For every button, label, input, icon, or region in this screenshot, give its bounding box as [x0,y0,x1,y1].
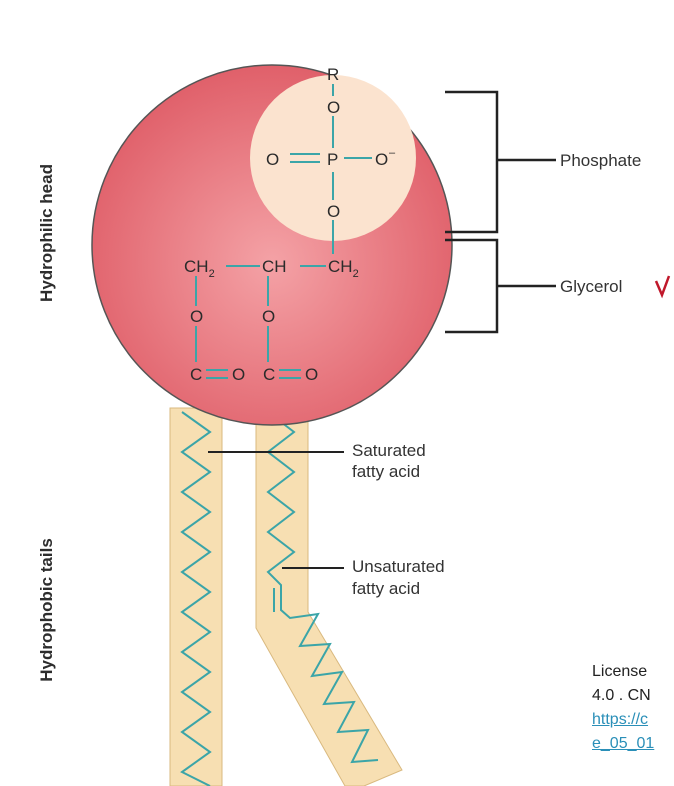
unsaturated-label-line1: Unsaturated [352,557,445,576]
phosphate-oxygen-right: O [375,150,388,169]
oxygen-bottom: O [327,202,340,221]
ester-oxygen-right: O [262,307,275,326]
hydrophobic-tails-label: Hydrophobic tails [37,538,56,682]
phosphorus: P [327,150,338,169]
unsaturated-tail [255,407,403,786]
ch2-right: CH2 [328,257,359,280]
saturated-tail [169,407,223,786]
phosphate-label: Phosphate [560,151,641,170]
carbonyl-oxygen-right: O [305,365,318,384]
phosphate-charge: – [389,147,396,159]
unsaturated-chain [266,411,379,764]
license-link-line1[interactable]: https://c [592,711,649,728]
carbonyl-carbon-right: C [263,365,275,384]
saturated-label-line1: Saturated [352,441,426,460]
carbonyl-oxygen-left: O [232,365,245,384]
license-line2: 4.0 . CN [592,687,651,704]
saturated-chain [180,411,212,786]
bonds [195,84,372,379]
license-line1: License [592,663,648,680]
carbonyl-carbon-left: C [190,365,202,384]
phosphate-bracket [445,90,556,234]
cut-mark [654,275,671,299]
ester-oxygen-left: O [190,307,203,326]
phosphate-group-region [250,75,416,241]
ch2-left: CH2 [184,257,215,280]
license-link-line2[interactable]: e_05_01 [592,735,655,752]
glycerol-label: Glycerol [560,277,622,296]
phosphate-oxygen-left: O [266,150,279,169]
saturated-label-line2: fatty acid [352,462,420,481]
unsaturated-label-line2: fatty acid [352,579,420,598]
r-group: R [327,65,339,84]
license-block: License 4.0 . CN https://c e_05_01 [592,660,674,756]
oxygen-top: O [327,98,340,117]
ch-middle: CH [262,257,287,276]
hydrophilic-head-label: Hydrophilic head [37,164,56,302]
glycerol-bracket [445,238,556,334]
